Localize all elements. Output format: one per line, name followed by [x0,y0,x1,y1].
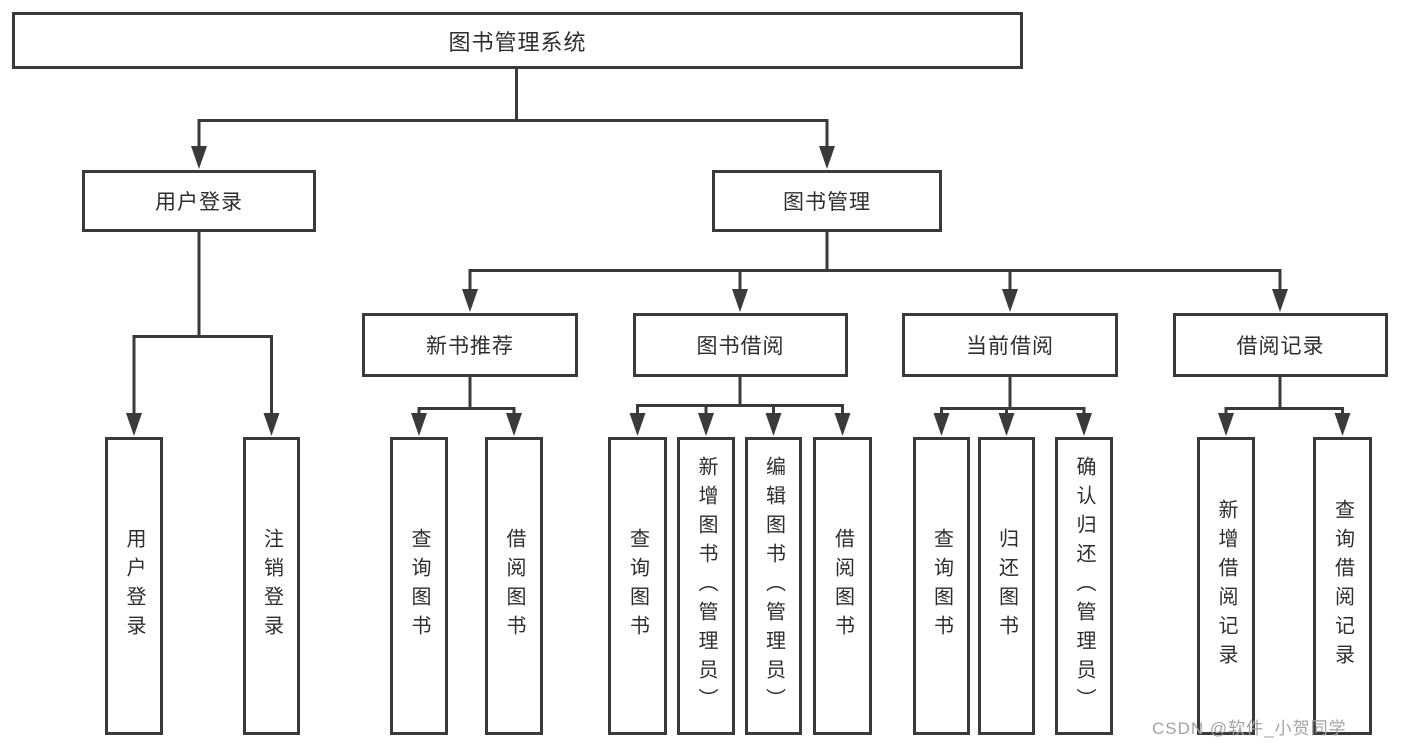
leaf-borrow-book-rec: 借阅图书 [485,437,543,735]
node-new-book-rec: 新书推荐 [362,313,578,377]
leaf-borrow-book-borrow: 借阅图书 [813,437,872,735]
leaf-return-book: 归还图书 [978,437,1035,735]
leaf-edit-book: 编辑图书（管理员） [745,437,802,735]
node-book-borrow: 图书借阅 [633,313,848,377]
leaf-query-book-borrow: 查询图书 [608,437,667,735]
node-user-login-branch: 用户登录 [82,170,316,232]
leaf-query-book-rec: 查询图书 [390,437,448,735]
leaf-user-login: 用户登录 [105,437,163,735]
leaf-logout: 注销登录 [243,437,300,735]
node-root: 图书管理系统 [12,12,1023,69]
node-borrow-records: 借阅记录 [1173,313,1388,377]
csdn-watermark: CSDN @软件_小贺同学 [1152,719,1347,738]
leaf-add-book: 新增图书（管理员） [677,437,735,735]
node-current-borrow: 当前借阅 [902,313,1118,377]
leaf-query-book-current: 查询图书 [913,437,970,735]
arrowheads [126,146,1351,436]
leaf-confirm-return: 确认归还（管理员） [1055,437,1113,735]
node-book-mgmt-branch: 图书管理 [712,170,942,232]
leaf-add-borrow-record: 新增借阅记录 [1197,437,1255,735]
leaf-query-borrow-record: 查询借阅记录 [1313,437,1372,735]
